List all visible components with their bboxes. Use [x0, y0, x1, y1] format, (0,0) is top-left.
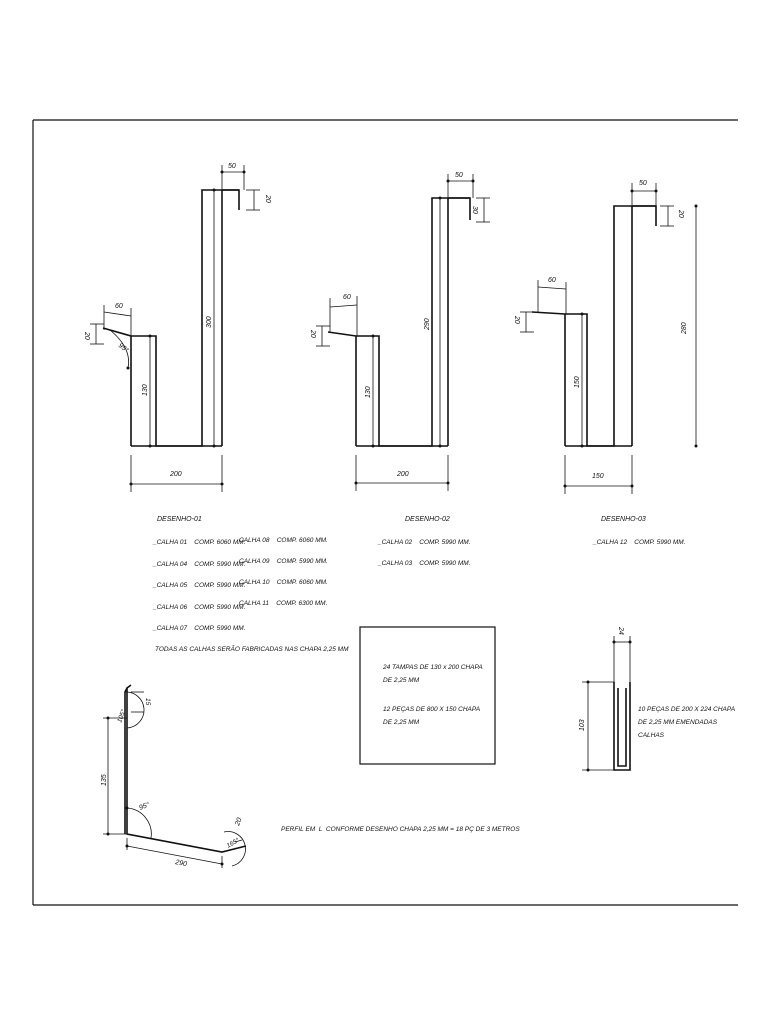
- d1-list-right-1: CALHA 08 COMP. 6060 MM.: [239, 537, 328, 544]
- drawing-3-parts-list: _CALHA 12 COMP. 5990 MM.: [592, 539, 686, 546]
- l-profile-dimension-labels: 105° 15 135 95° 290 20 165° PERFIL EM L …: [101, 698, 520, 868]
- d2-lip-height: 20: [309, 329, 316, 338]
- d3-base: 150: [592, 473, 604, 480]
- d1-hook-width: 50: [228, 163, 236, 170]
- box-line-2a: 12 PEÇAS DE 800 X 150 CHAPA: [383, 706, 480, 713]
- drawing-1-dimension-labels: 60 20 95° 130 300 50 20 200: [83, 163, 271, 478]
- d2-lip-width: 60: [343, 294, 351, 301]
- drawing-3-title: DESENHO-03: [601, 516, 646, 523]
- u-piece-dimensions: [582, 636, 632, 772]
- d1-list-left-5: _CALHA 07 COMP. 5990 MM.: [152, 625, 246, 632]
- u-note-1: 10 PEÇAS DE 200 X 224 CHAPA: [638, 706, 735, 713]
- d3-list-1: _CALHA 12 COMP. 5990 MM.: [592, 539, 686, 546]
- d1-list-right-4: CALHA 11 COMP. 6300 MM.: [239, 600, 328, 607]
- d3-inner-height: 150: [574, 376, 581, 388]
- drawing-2-dimensions: [316, 174, 490, 491]
- d1-base: 200: [169, 471, 182, 478]
- d3-lip-height: 20: [513, 315, 520, 324]
- l-angle: 95°: [138, 801, 151, 812]
- d2-hook-width: 50: [455, 172, 463, 179]
- drawing-1-parts-list: _CALHA 01 COMP. 6060 MM. _CALHA 04 COMP.…: [152, 537, 349, 653]
- l-height: 135: [101, 774, 108, 786]
- d2-list-2: _CALHA 03 COMP. 5990 MM.: [377, 560, 471, 567]
- d3-hook-width: 50: [639, 180, 647, 187]
- d1-list-left-1: _CALHA 01 COMP. 6060 MM.: [152, 539, 246, 546]
- d1-lip-width: 60: [115, 303, 123, 310]
- drawing-titles: DESENHO-01 DESENHO-02 DESENHO-03: [157, 516, 646, 523]
- drawing-1-title: DESENHO-01: [157, 516, 202, 523]
- box-line-1a: 24 TAMPAS DE 130 x 200 CHAPA: [382, 664, 483, 671]
- d1-outer-height: 300: [206, 316, 213, 328]
- d1-list-left-4: _CALHA 06 COMP. 5990 MM.: [152, 604, 246, 611]
- d1-list-left-2: _CALHA 04 COMP. 5990 MM.: [152, 561, 246, 568]
- d1-inner-height: 130: [142, 384, 149, 396]
- u-piece-labels: 24 103 10 PEÇAS DE 200 X 224 CHAPA DE 2,…: [579, 626, 735, 739]
- d1-list-right-3: CALHA 10 COMP. 6060 MM.: [239, 579, 328, 586]
- box-line-2b: DE 2,25 MM: [383, 719, 420, 726]
- l-profile: [124, 684, 247, 853]
- u-piece-profile: [613, 682, 631, 771]
- drawing-2-title: DESENHO-02: [405, 516, 450, 523]
- box-line-1b: DE 2,25 MM: [383, 677, 420, 684]
- u-note-3: CALHAS: [638, 732, 665, 739]
- d1-hook-height: 20: [264, 194, 271, 203]
- d2-list-1: _CALHA 02 COMP. 5990 MM.: [377, 539, 471, 546]
- drawing-2-parts-list: _CALHA 02 COMP. 5990 MM. _CALHA 03 COMP.…: [377, 539, 471, 567]
- d1-note: TODAS AS CALHAS SERÃO FABRICADAS NAS CHA…: [155, 644, 349, 653]
- l-end-lip: 20: [234, 817, 244, 828]
- d2-hook-height: 30: [471, 206, 478, 214]
- d1-angle: 95°: [117, 341, 130, 354]
- l-profile-dimensions: [103, 691, 246, 868]
- l-base: 290: [174, 859, 188, 868]
- d1-list-right-2: CALHA 09 COMP. 5990 MM.: [239, 558, 328, 565]
- d2-outer-height: 290: [424, 318, 431, 331]
- l-profile-note: PERFIL EM L CONFORME DESENHO CHAPA 2,25 …: [281, 826, 520, 833]
- drawing-1-dimensions: [90, 165, 260, 492]
- l-top-lip: 15: [144, 698, 151, 706]
- sheet-frame: [32, 119, 738, 906]
- d3-outer-height: 280: [681, 322, 688, 335]
- drawing-3-profile: [531, 205, 657, 447]
- d3-hook-height: 20: [677, 209, 684, 218]
- u-note-2: DE 2,25 MM EMENDADAS: [638, 719, 718, 726]
- d3-lip-width: 60: [548, 277, 556, 284]
- d1-lip-height: 20: [83, 331, 90, 340]
- d2-base: 200: [396, 471, 409, 478]
- drawing-1-profile: [102, 189, 240, 447]
- cover-pieces-note-box: 24 TAMPAS DE 130 x 200 CHAPA DE 2,25 MM …: [359, 626, 496, 765]
- drawing-3-dimensions: [520, 183, 698, 494]
- drawing-3-dimension-labels: 60 20 150 280 50 20 150: [513, 180, 688, 480]
- d2-inner-height: 130: [365, 386, 372, 398]
- u-height: 103: [579, 719, 586, 731]
- drawing-2-profile: [327, 197, 471, 447]
- d1-list-left-3: _CALHA 05 COMP. 5990 MM.: [152, 582, 246, 589]
- drawing-2-dimension-labels: 60 20 130 290 50 30 200: [309, 172, 478, 478]
- u-width: 24: [617, 626, 624, 635]
